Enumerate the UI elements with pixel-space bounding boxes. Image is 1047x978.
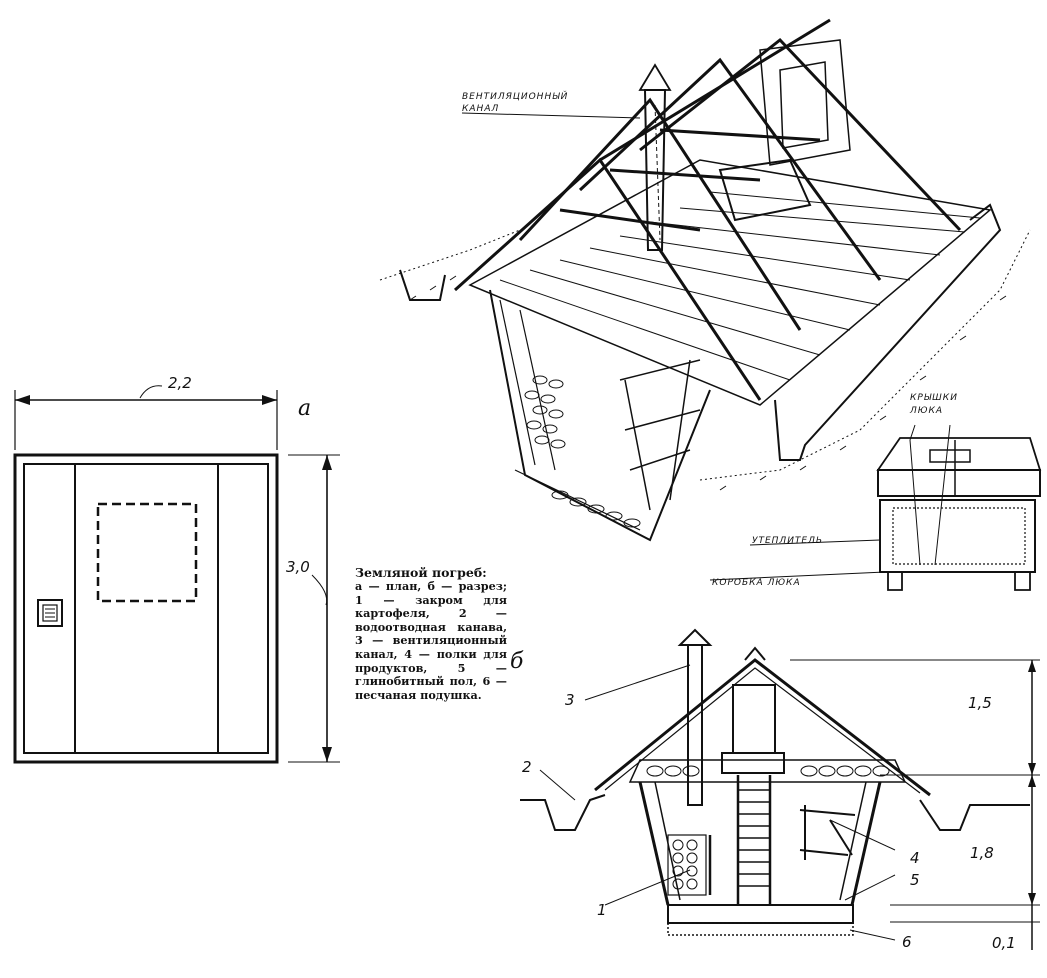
arrowhead-icon	[262, 395, 277, 405]
roof-logs	[468, 159, 992, 406]
hatch-detail	[709, 424, 1042, 591]
pit-wall	[489, 289, 711, 542]
pit-wall-left	[638, 781, 670, 906]
caption-title: Земляной погреб:	[355, 565, 487, 580]
height-base-label: 0,1	[992, 934, 1016, 952]
clay-floor	[667, 904, 854, 924]
lid-handle-icon	[929, 449, 971, 463]
hatch-opening	[718, 158, 812, 222]
vent-cap-icon	[638, 63, 672, 91]
hatch-lids	[877, 469, 1041, 497]
plan-inner-wall	[23, 463, 269, 754]
callout-5: 5	[910, 871, 920, 889]
callout-1: 1	[597, 901, 607, 919]
plan-outer-wall	[13, 453, 279, 764]
ceiling-logs	[628, 759, 907, 783]
vent-channel-label-line1: ВЕНТИЛЯЦИОННЫЙ	[462, 90, 568, 102]
figure-caption: Земляной погреб: а — план, б — разрез; 1…	[355, 566, 507, 702]
plan-vent-icon	[37, 599, 63, 627]
vent-channel-label-line2: КАНАЛ	[462, 104, 499, 114]
gable-door	[779, 61, 829, 149]
callout-6: 6	[902, 933, 912, 951]
height-upper-label: 1,5	[968, 694, 992, 712]
lids-label-line1: КРЫШКИ	[910, 393, 958, 403]
sand-cushion	[667, 922, 854, 936]
hatch-box	[879, 499, 1036, 573]
pit-wall-right	[850, 781, 882, 906]
section-letter: б	[510, 649, 524, 674]
insulation-label: УТЕПЛИТЕЛЬ	[752, 536, 823, 546]
drainage-ditch-right	[919, 799, 1030, 831]
plan-length-label: 3,0	[286, 558, 310, 576]
height-lower-label: 1,8	[970, 844, 994, 862]
plan-view	[13, 385, 340, 764]
drainage-ditch-left	[520, 794, 606, 831]
section-vent-pipe	[687, 644, 703, 806]
caption-body: а — план, б — разрез; 1 — закром для кар…	[355, 579, 507, 702]
section-gable-door	[732, 684, 776, 754]
plan-hatch-outline	[96, 502, 198, 603]
plan-width-label: 2,2	[168, 374, 192, 392]
shelves	[799, 805, 856, 860]
arrowhead-icon	[322, 455, 332, 470]
callout-4: 4	[910, 849, 920, 867]
section-roof	[594, 658, 931, 797]
insulation-fill	[892, 507, 1026, 565]
potato-bin	[667, 834, 707, 896]
hatch-lid-top	[876, 437, 1042, 471]
lids-label-line2: ЛЮКА	[909, 406, 943, 416]
arrowhead-icon	[322, 747, 332, 762]
plan-letter: а	[298, 396, 311, 421]
arrowhead-icon	[15, 395, 30, 405]
perspective-view	[379, 18, 1031, 542]
hatch-box-label: КОРОБКА ЛЮКА	[712, 578, 801, 588]
callout-2: 2	[522, 758, 532, 776]
callout-3: 3	[565, 691, 575, 709]
section-vent-cap-icon	[677, 628, 713, 646]
section-view	[520, 628, 1040, 950]
